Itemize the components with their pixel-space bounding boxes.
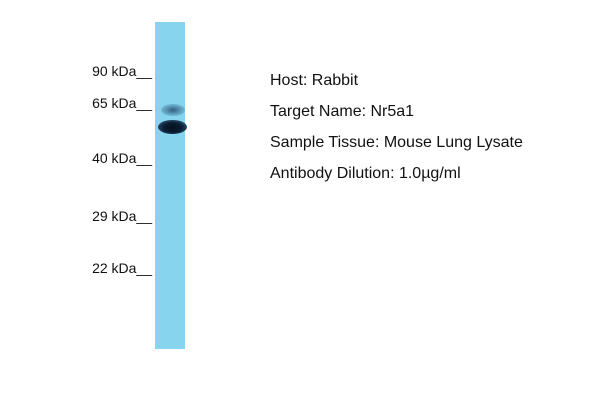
- blot-lane: [155, 22, 185, 349]
- antibody-dilution-label: Antibody Dilution: 1.0µg/ml: [270, 165, 461, 182]
- sample-info: Host: Rabbit Target Name: Nr5a1 Sample T…: [270, 72, 523, 196]
- marker-65-kda: 65 kDa__: [92, 95, 152, 111]
- marker-29-kda: 29 kDa__: [92, 208, 152, 224]
- host-label: Host: Rabbit: [270, 72, 359, 89]
- marker-90-kda: 90 kDa__: [92, 63, 152, 79]
- blot-band-main: [158, 120, 187, 134]
- sample-tissue-label: Sample Tissue: Mouse Lung Lysate: [270, 134, 523, 151]
- target-name-label: Target Name: Nr5a1: [270, 103, 415, 120]
- blot-band-faint: [161, 104, 185, 116]
- marker-40-kda: 40 kDa__: [92, 150, 152, 166]
- marker-22-kda: 22 kDa__: [92, 260, 152, 276]
